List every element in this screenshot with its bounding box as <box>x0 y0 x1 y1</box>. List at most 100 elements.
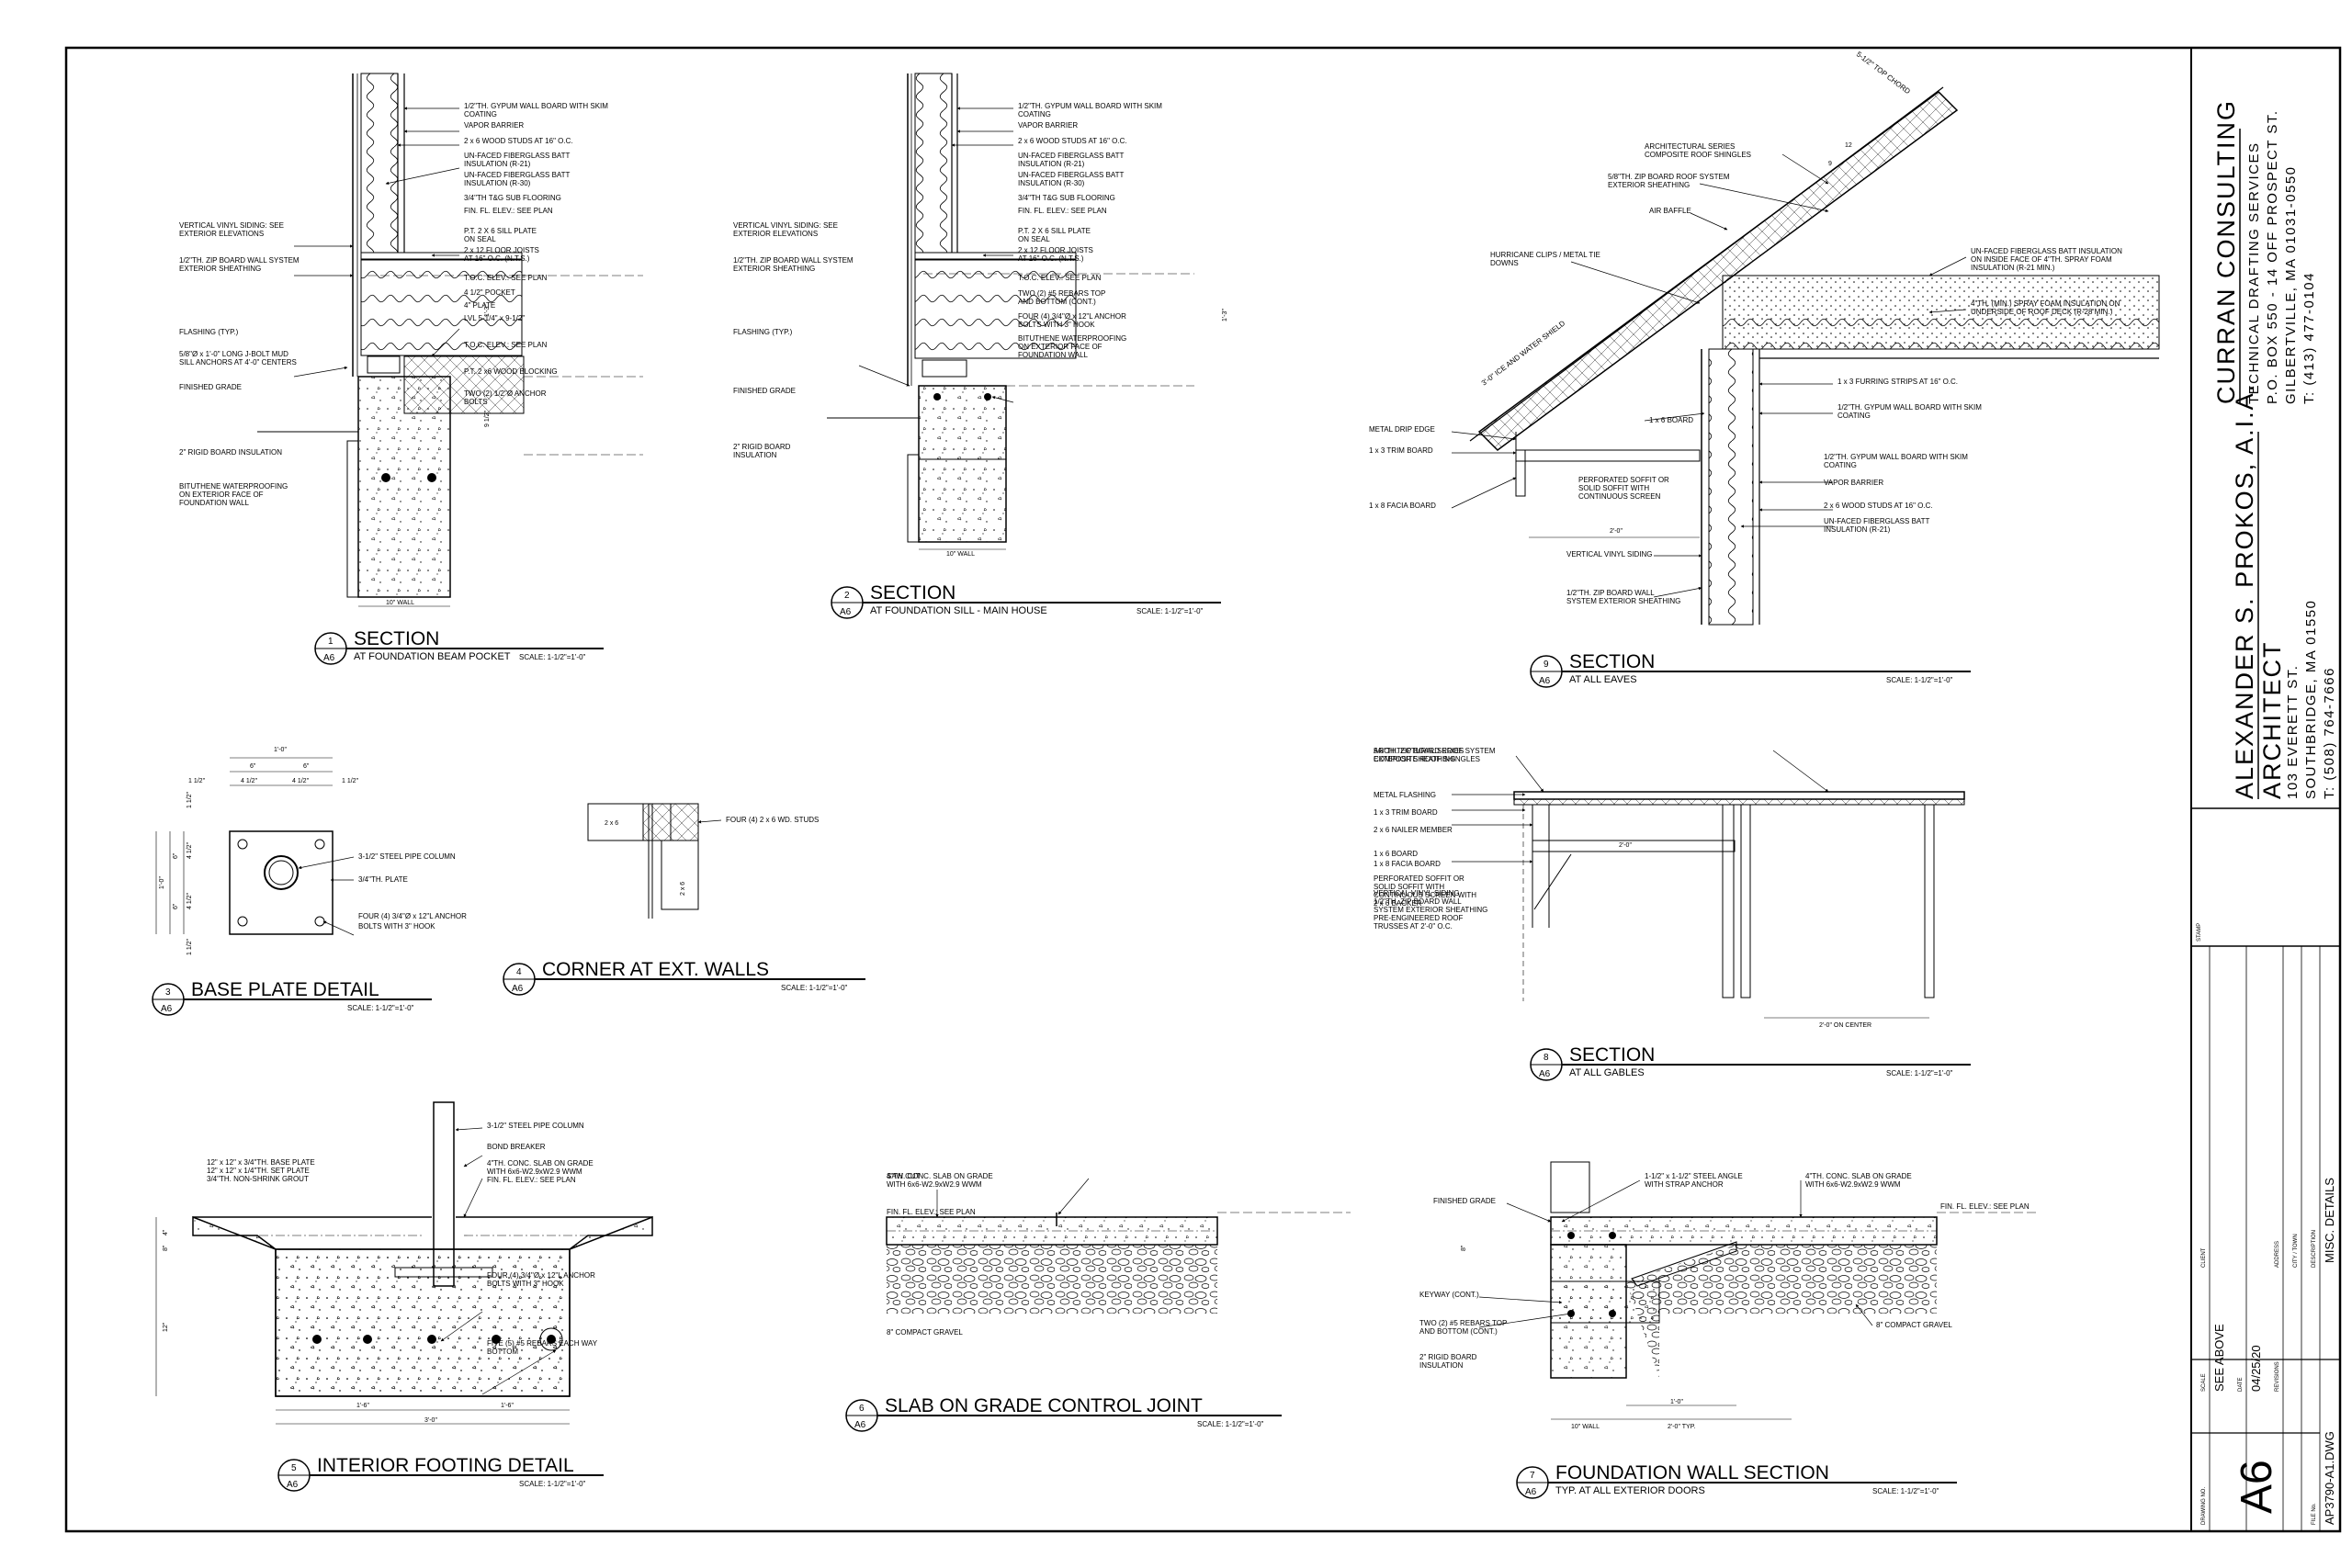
d1-left-note-1: EXTERIOR ELEVATIONS <box>179 230 264 238</box>
d1-note-6: UN-FACED FIBERGLASS BATT <box>464 171 571 179</box>
leader-line <box>463 1155 483 1168</box>
d9-note-7: DOWNS <box>1490 259 1519 267</box>
d7-note-6: KEYWAY (CONT.) <box>1419 1291 1479 1299</box>
d3-dim-left-0: 1 1/2" <box>187 791 193 808</box>
d1-note-2: VAPOR BARRIER <box>464 121 524 130</box>
d1-dim-wall: 10" WALL <box>386 600 414 606</box>
d7-dim-1: 1'-0" <box>1670 1399 1683 1405</box>
firm1-line1: TECHNICAL DRAFTING SERVICES <box>2246 141 2262 404</box>
firm2-line3: SOUTHBRIDGE, MA 01550 <box>2303 600 2319 799</box>
d1-note-19: P.T. 2 x6 WOOD BLOCKING <box>464 367 558 376</box>
leader-line <box>858 365 910 387</box>
d2-note-18: BOLTS WITH 3" HOOK <box>1018 321 1095 329</box>
d9-note-29: INSULATION (R-21) <box>1824 525 1891 534</box>
firm1-line4: T: (413) 477-0104 <box>2301 272 2317 404</box>
d9-note-17: METAL DRIP EDGE <box>1369 425 1435 434</box>
d6-note-4: 8" COMPACT GRAVEL <box>887 1328 963 1337</box>
d6-note-3: FIN. FL. ELEV.: SEE PLAN <box>887 1208 976 1216</box>
leader-line <box>1057 1178 1090 1215</box>
client-label: CLIENT <box>2201 1247 2207 1268</box>
d8-note-17: TRUSSES AT 2'-0" O.C. <box>1374 922 1453 931</box>
d9-note-25: COATING <box>1824 461 1857 469</box>
d7-dim-3: 2'-0" TYP. <box>1668 1424 1695 1430</box>
d3-dim-top-3: 1 1/2" <box>188 778 206 784</box>
d3-dim-left-2: 4 1/2" <box>187 892 193 909</box>
d2-note-7: INSULATION (R-30) <box>1018 179 1085 187</box>
d9-pitch-rise: 12 <box>1845 142 1852 149</box>
d9-note-22: SOLID SOFFIT WITH <box>1578 484 1649 492</box>
d9-note-10: ON INSIDE FACE OF 4"TH. SPRAY FOAM <box>1971 255 2112 264</box>
city-label: CITY / TOWN <box>2293 1234 2299 1268</box>
d1-note-7: INSULATION (R-30) <box>464 179 531 187</box>
d8-note-3: COMPOSITE ROOF SHINGLES <box>1374 755 1480 763</box>
d5-note-4: FIN. FL. ELEV.: SEE PLAN <box>487 1176 576 1184</box>
d2-left-note-7: INSULATION <box>733 451 777 459</box>
detail-sheet-ref: A6 <box>512 984 524 994</box>
d5-note-0: 3-1/2" STEEL PIPE COLUMN <box>487 1122 584 1130</box>
d2-note-3: 2 x 6 WOOD STUDS AT 16" O.C. <box>1018 137 1127 145</box>
detail-scale: SCALE: 1-1/2"=1'-0" <box>1886 1069 1953 1077</box>
detail-number: 4 <box>516 967 522 977</box>
description-label: DESCRIPTION <box>2312 1230 2317 1268</box>
d2-left-note-5: FINISHED GRADE <box>733 387 796 395</box>
d2-note-12: 2 x 12 FLOOR JOISTS <box>1018 246 1093 254</box>
d5-note-8: BOTTOM <box>487 1348 518 1356</box>
d9-note-0: 5-1/2" TOP CHORD <box>1855 50 1912 96</box>
detail-number: 2 <box>844 591 850 601</box>
d8-note-12: 2 x 6 BACKER <box>1374 899 1422 908</box>
firm2-line4: T: (508) 764-7666 <box>2322 667 2337 799</box>
d3-dim-left-6: 1'-0" <box>159 876 165 889</box>
d2-note-17: FOUR (4) 3/4"Ø x 12"L ANCHOR <box>1018 312 1126 321</box>
leader-line <box>1451 431 1517 441</box>
d5-dim-3: 1'-6" <box>356 1403 369 1409</box>
d7-dim-0: 8" <box>1461 1245 1467 1251</box>
stamp-label: STAMP <box>2197 923 2202 942</box>
detail-sheet-ref: A6 <box>323 653 335 663</box>
detail-subtitle: AT FOUNDATION BEAM POCKET <box>354 651 511 662</box>
detail-subtitle: TYP. AT ALL EXTERIOR DOORS <box>1555 1485 1705 1496</box>
d1-left-note-6: SILL ANCHORS AT 4'-0" CENTERS <box>179 358 297 367</box>
leader-line <box>697 819 722 824</box>
d9-pitch-run: 9 <box>1828 161 1832 167</box>
d1-left-note-9: BITUTHENE WATERPROOFING <box>179 482 288 491</box>
detail-scale: SCALE: 1-1/2"=1'-0" <box>781 984 848 992</box>
d9-note-21: PERFORATED SOFFIT OR <box>1578 476 1669 484</box>
d2-dim-wall: 10" WALL <box>946 551 975 558</box>
d5-note-2: 4"TH. CONC. SLAB ON GRADE <box>487 1159 594 1168</box>
d1-dim-height: 1'-3" <box>484 304 491 317</box>
d8-note-6: 2 x 6 NAILER MEMBER <box>1374 826 1453 834</box>
drawing-no-label: DRAWING NO. <box>2201 1487 2207 1525</box>
detail-sheet-ref: A6 <box>854 1420 866 1430</box>
d2-note-9: FIN. FL. ELEV.: SEE PLAN <box>1018 207 1107 215</box>
d1-left-note-0: VERTICAL VINYL SIDING: SEE <box>179 221 284 230</box>
d1-note-0: 1/2"TH. GYPUM WALL BOARD WITH SKIM <box>464 102 608 110</box>
d4-note-0: FOUR (4) 2 x 6 WD. STUDS <box>726 816 819 824</box>
d8-note-1: EXTERIOR SHEATHING <box>1374 755 1455 763</box>
d2-note-16: AND BOTTOM (CONT.) <box>1018 298 1096 306</box>
detail-subtitle: AT ALL GABLES <box>1569 1067 1645 1078</box>
detail-6-slab-control-joint <box>886 1212 1351 1314</box>
leader-line <box>1478 1296 1563 1304</box>
d3-dim-top-5: 4 1/2" <box>292 778 310 784</box>
d9-note-11: INSULATION (R-21 MIN.) <box>1971 264 2055 272</box>
date-value: 04/25/20 <box>2249 1345 2263 1392</box>
d1-left-note-8: 2" RIGID BOARD INSULATION <box>179 448 282 457</box>
detail-title-text: SLAB ON GRADE CONTROL JOINT <box>885 1395 1203 1416</box>
detail-scale: SCALE: 1-1/2"=1'-0" <box>347 1004 414 1012</box>
d7-note-2: WITH STRAP ANCHOR <box>1645 1180 1724 1189</box>
d8-note-7: 1 x 8 FACIA BOARD <box>1374 860 1441 868</box>
d8-note-15: SYSTEM EXTERIOR SHEATHING <box>1374 906 1487 914</box>
detail-title-text: INTERIOR FOOTING DETAIL <box>317 1455 574 1476</box>
d2-left-note-2: 1/2"TH. ZIP BOARD WALL SYSTEM <box>733 256 854 265</box>
d3-dim-top-2: 6" <box>303 763 310 770</box>
detail-3-base-plate <box>155 757 334 935</box>
d1-note-8: 3/4"TH T&G SUB FLOORING <box>464 194 561 202</box>
detail-scale: SCALE: 1-1/2"=1'-0" <box>1136 607 1204 615</box>
leader-line <box>293 366 348 378</box>
d8-note-0: 5/8"TH. ZIP BOARD ROOF SYSTEM <box>1374 747 1496 755</box>
firm1-name: CURRAN CONSULTING <box>2212 99 2240 404</box>
